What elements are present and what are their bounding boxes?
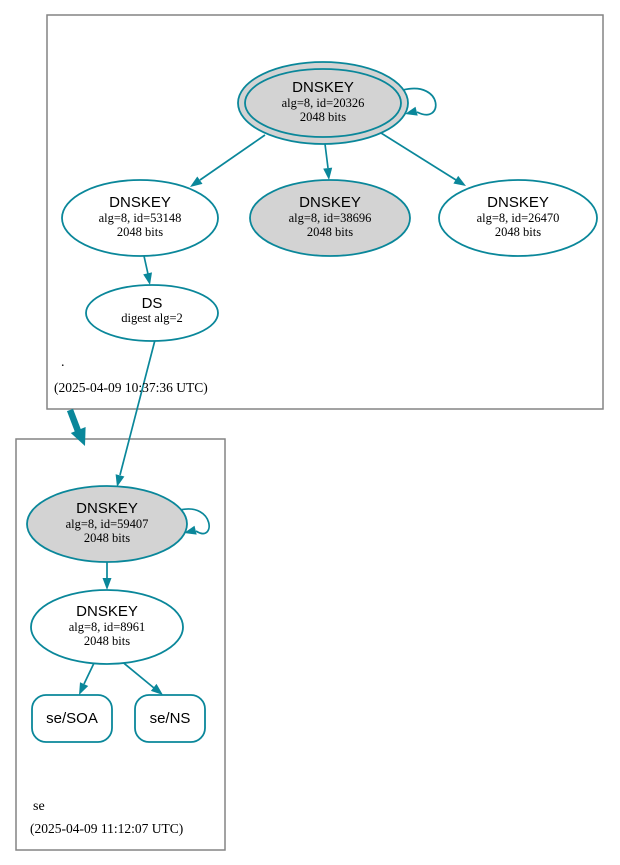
- edge-8961-sens: [119, 659, 155, 689]
- delegation-arrow-head: [70, 427, 86, 446]
- rrset-se-soa-label: se/SOA: [46, 710, 98, 727]
- dnskey-53148-node: DNSKEY alg=8, id=53148 2048 bits: [61, 179, 219, 257]
- rrset-se-ns-rect: [134, 694, 206, 743]
- rrset-se-ns-node: se/NS: [134, 694, 206, 743]
- arrowhead-20326-38696: [323, 167, 333, 180]
- zone-box-root: [46, 14, 604, 410]
- arrowhead-self-loop-20326: [405, 106, 418, 116]
- dnskey-8961-ellipse: [30, 589, 184, 665]
- dnskey-20326-node: DNSKEY alg=8, id=20326 2048 bits: [237, 61, 409, 145]
- dnskey-26470-node: DNSKEY alg=8, id=26470 2048 bits: [438, 179, 598, 257]
- dnskey-53148-bits: 2048 bits: [117, 225, 163, 239]
- ds-title: DS: [142, 295, 163, 312]
- arrowhead-20326-53148: [190, 176, 203, 187]
- ds-ellipse: [85, 284, 219, 342]
- rrset-se-ns-label: se/NS: [150, 710, 191, 727]
- arrowhead-53148-ds: [143, 272, 152, 285]
- dnskey-20326-title: DNSKEY: [292, 79, 354, 96]
- arrowhead-self-loop-59407: [184, 525, 197, 535]
- dnskey-20326-inner-ellipse: [244, 68, 402, 138]
- arrowhead-8961-sens: [150, 683, 163, 695]
- arrowhead-59407-8961: [102, 578, 112, 590]
- dnskey-8961-node: DNSKEY alg=8, id=8961 2048 bits: [30, 589, 184, 665]
- delegation-arrow-shaft: [66, 408, 82, 433]
- edge-53148-ds: [143, 255, 149, 275]
- delegation-arrow-root-se: [66, 408, 86, 446]
- dnskey-8961-detail: alg=8, id=8961: [69, 620, 146, 634]
- dnskey-53148-ellipse: [61, 179, 219, 257]
- edge-20326-38696: [324, 143, 329, 169]
- self-loop-20326: [402, 87, 437, 116]
- dnskey-20326-bits: 2048 bits: [300, 110, 346, 124]
- arrowhead-ds-59407: [115, 474, 125, 487]
- self-loop-59407: [179, 508, 210, 535]
- dnskey-8961-title: DNSKEY: [76, 603, 138, 620]
- dnskey-26470-ellipse: [438, 179, 598, 257]
- edge-20326-26470: [380, 132, 457, 181]
- rrset-se-soa-rect: [31, 694, 113, 743]
- edges-se: [83, 508, 210, 689]
- dnskey-53148-title: DNSKEY: [109, 194, 171, 211]
- dnskey-20326-detail: alg=8, id=20326: [282, 96, 365, 110]
- dnskey-26470-detail: alg=8, id=26470: [477, 211, 560, 225]
- dnskey-26470-bits: 2048 bits: [495, 225, 541, 239]
- arrowheads-root: [115, 106, 466, 487]
- rrset-se-soa-node: se/SOA: [31, 694, 113, 743]
- zone-box-se: [15, 438, 226, 851]
- zone-root-label: .: [61, 355, 65, 370]
- dnskey-38696-ellipse: [249, 179, 411, 257]
- ds-detail: digest alg=2: [121, 311, 183, 325]
- dnskey-59407-detail: alg=8, id=59407: [66, 517, 149, 531]
- arrowhead-20326-26470: [453, 175, 466, 186]
- dnskey-38696-node: DNSKEY alg=8, id=38696 2048 bits: [249, 179, 411, 257]
- arrowhead-8961-sesoa: [79, 682, 89, 695]
- edge-20326-53148: [199, 134, 266, 181]
- dnskey-53148-detail: alg=8, id=53148: [99, 211, 182, 225]
- zone-se-label: se: [33, 799, 45, 814]
- dnskey-59407-node: DNSKEY alg=8, id=59407 2048 bits: [26, 485, 188, 563]
- ds-node: DS digest alg=2: [85, 284, 219, 342]
- dnskey-59407-title: DNSKEY: [76, 500, 138, 517]
- zone-root-timestamp: (2025-04-09 10:37:36 UTC): [54, 380, 208, 395]
- dnskey-38696-title: DNSKEY: [299, 194, 361, 211]
- dnskey-20326-outer-ellipse: [237, 61, 409, 145]
- dnskey-59407-bits: 2048 bits: [84, 531, 130, 545]
- dnskey-38696-detail: alg=8, id=38696: [289, 211, 372, 225]
- dnskey-26470-title: DNSKEY: [487, 194, 549, 211]
- edge-8961-sesoa: [83, 660, 96, 685]
- dnskey-59407-ellipse: [26, 485, 188, 563]
- zone-se-timestamp: (2025-04-09 11:12:07 UTC): [30, 821, 183, 836]
- edge-ds-59407: [119, 339, 156, 476]
- dnskey-8961-bits: 2048 bits: [84, 634, 130, 648]
- arrowheads-se: [79, 525, 197, 695]
- edges-root: [119, 87, 457, 476]
- dnskey-38696-bits: 2048 bits: [307, 225, 353, 239]
